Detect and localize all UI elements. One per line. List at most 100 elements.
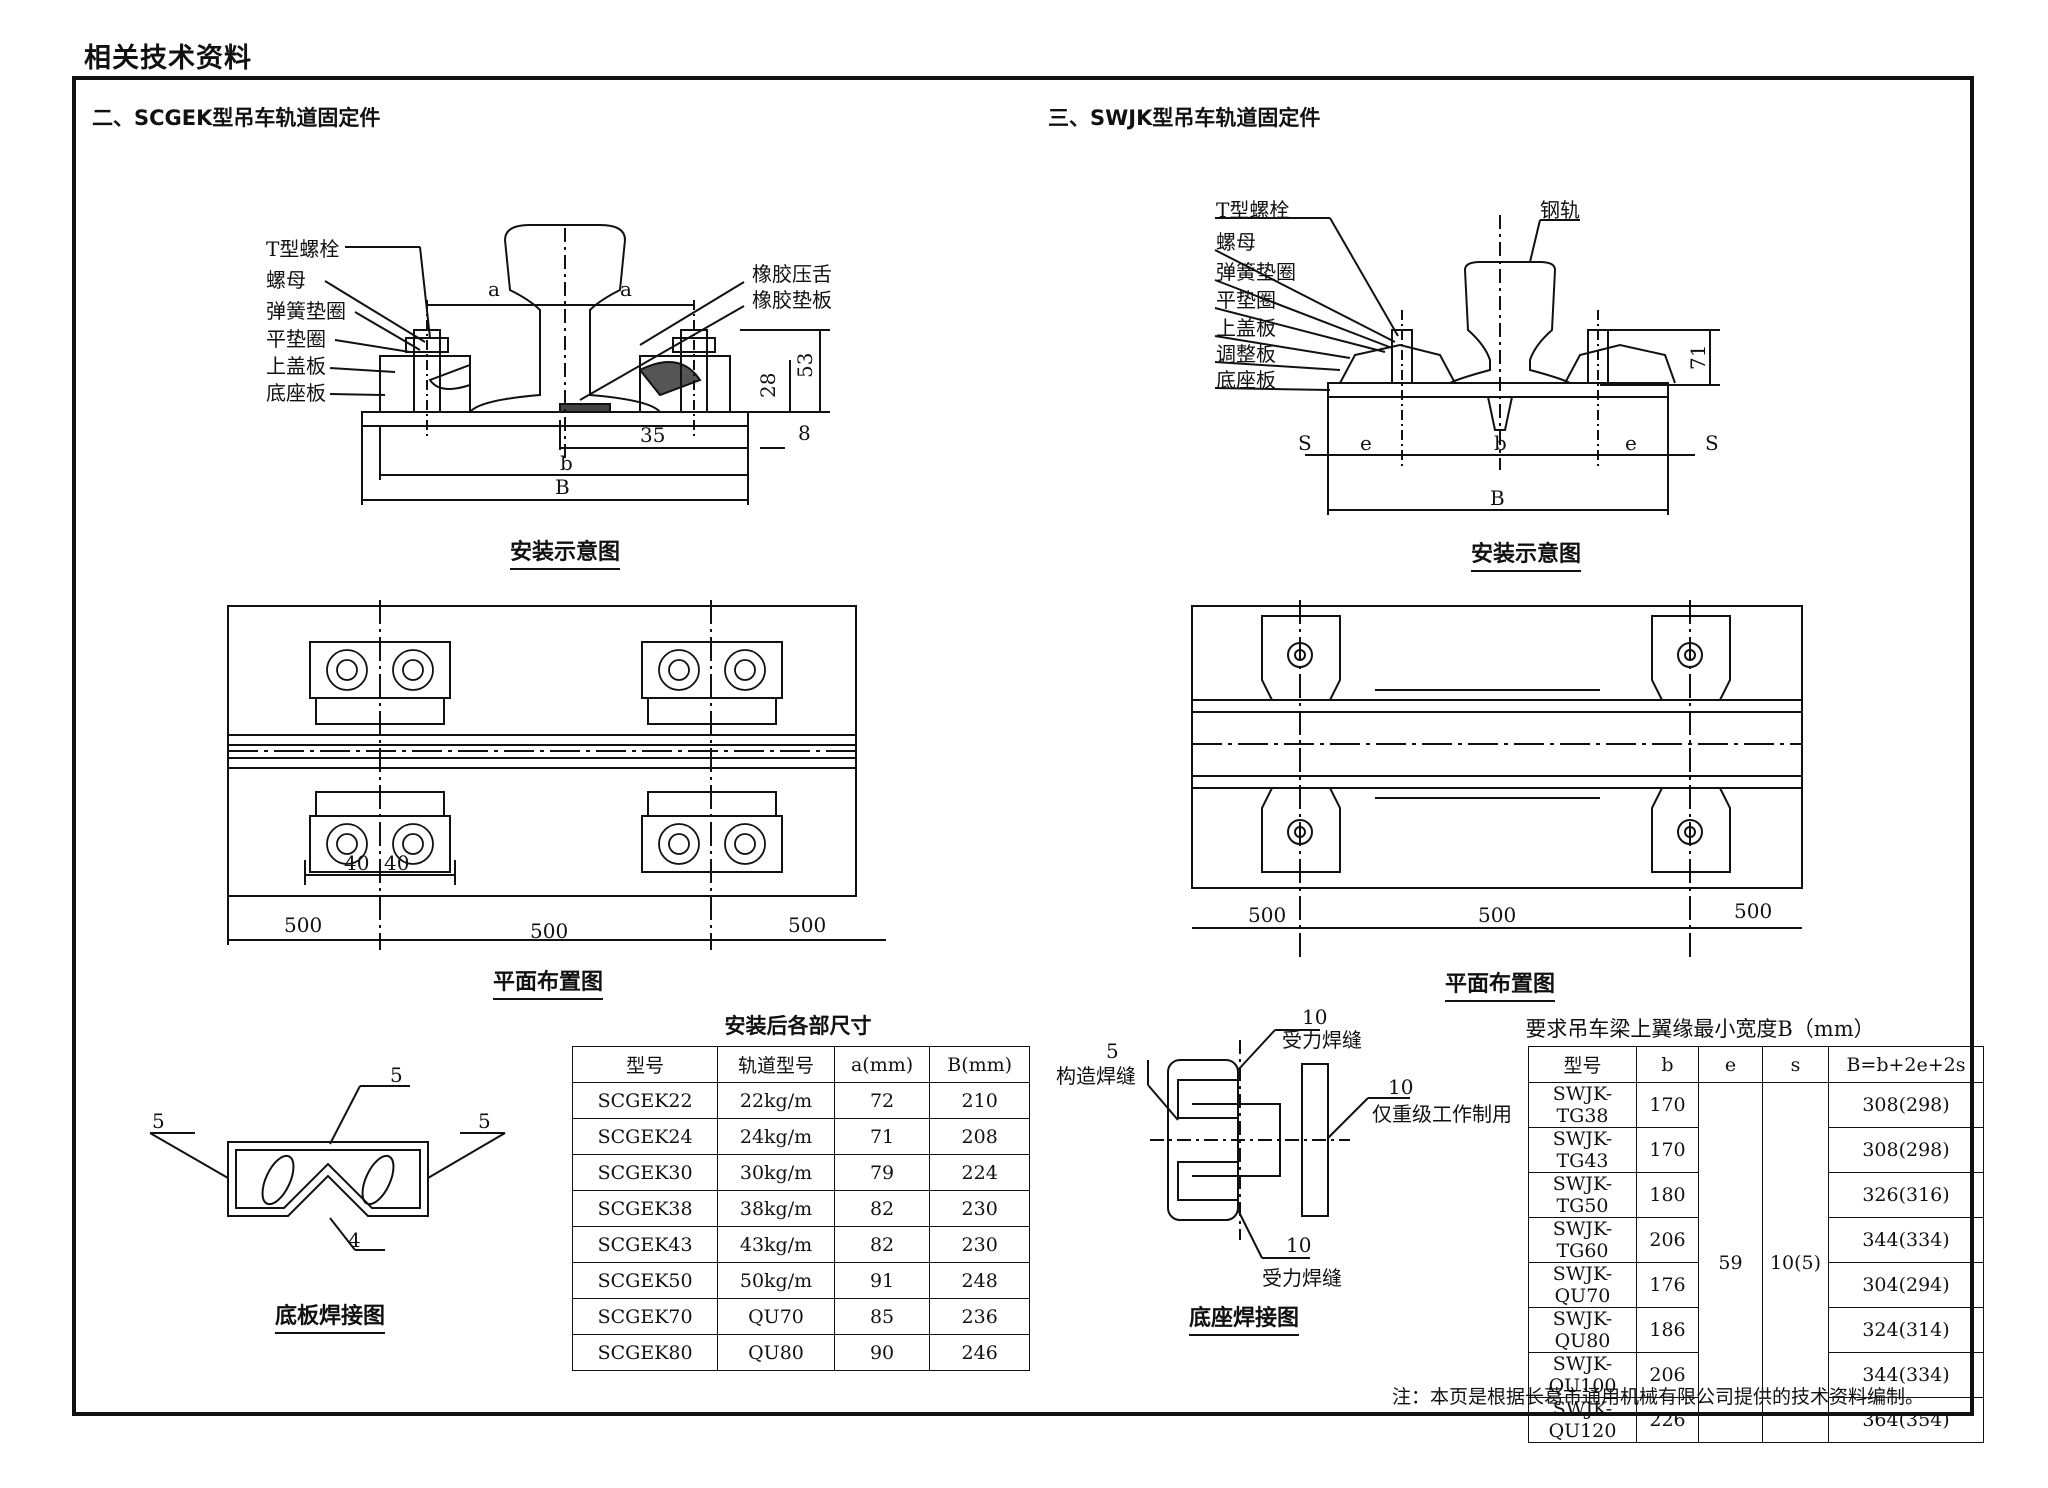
table-cell: 82 <box>833 1190 931 1227</box>
dim-40-right: 40 <box>384 851 409 875</box>
table-cell: 10(5) <box>1762 1082 1829 1443</box>
table-cell: 210 <box>929 1082 1030 1119</box>
col-header: B=b+2e+2s <box>1828 1046 1984 1083</box>
heavy-weld-size: 10 <box>1388 1075 1413 1099</box>
dim-a-right: a <box>620 277 632 301</box>
col-header: b <box>1636 1046 1699 1083</box>
table-cell: 324(314) <box>1828 1307 1984 1353</box>
dim-500-b: 500 <box>1478 903 1516 927</box>
table-cell: 180 <box>1636 1172 1699 1218</box>
label-top-cover: 上盖板 <box>266 354 326 378</box>
table-cell: 364(354) <box>1828 1397 1984 1443</box>
weld-size-left: 5 <box>152 1109 165 1133</box>
dim-71: 71 <box>1686 345 1710 370</box>
dim-53: 53 <box>793 353 817 378</box>
table-cell: 304(294) <box>1828 1262 1984 1308</box>
dim-e-right: e <box>1625 431 1637 455</box>
swjk-plan-caption: 平面布置图 <box>1444 966 1556 1002</box>
dim-28: 28 <box>756 373 780 398</box>
table-cell: 30kg/m <box>717 1154 835 1191</box>
dim-s-right: S <box>1705 431 1719 455</box>
weld-size-top: 5 <box>390 1063 403 1087</box>
label-rail: 钢轨 <box>1540 198 1580 222</box>
table-cell: SWJK-QU70 <box>1528 1262 1637 1308</box>
table-cell: 90 <box>833 1334 931 1371</box>
table-cell: 230 <box>929 1190 1030 1227</box>
dim-500-2: 500 <box>530 919 568 943</box>
weld-size-right: 5 <box>478 1109 491 1133</box>
label-top-cover-swjk: 上盖板 <box>1216 316 1276 340</box>
table-cell: 246 <box>929 1334 1030 1371</box>
table-cell: 170 <box>1636 1127 1699 1173</box>
label-rubber-tongue: 橡胶压舌 <box>752 262 832 286</box>
label-nut: 螺母 <box>266 268 306 292</box>
table-cell: 24kg/m <box>717 1118 835 1155</box>
table-cell: 206 <box>1636 1352 1699 1398</box>
col-header: a(mm) <box>833 1046 931 1083</box>
table-cell: SCGEK50 <box>571 1262 719 1299</box>
table-cell: SWJK-TG50 <box>1528 1172 1637 1218</box>
table-cell: 326(316) <box>1828 1172 1984 1218</box>
section2-title: 二、SCGEK型吊车轨道固定件 <box>92 106 381 130</box>
label-adjust-plate: 调整板 <box>1216 342 1276 366</box>
label-flat-washer-swjk: 平垫圈 <box>1216 288 1276 312</box>
table-cell: 91 <box>833 1262 931 1299</box>
drawing-frame <box>72 76 1974 1416</box>
table-cell: 224 <box>929 1154 1030 1191</box>
scgek-install-diagram <box>324 224 830 505</box>
label-t-bolt: T型螺栓 <box>266 237 340 261</box>
page-title: 相关技术资料 <box>84 43 252 74</box>
table-cell: SCGEK30 <box>571 1154 719 1191</box>
col-header: 型号 <box>1528 1046 1637 1083</box>
label-flat-washer: 平垫圈 <box>266 327 326 351</box>
table-cell: 206 <box>1636 1217 1699 1263</box>
table-cell: 85 <box>833 1298 931 1335</box>
table-cell: 308(298) <box>1828 1082 1984 1128</box>
table-cell: SWJK-TG38 <box>1528 1082 1637 1128</box>
dim-s-left: S <box>1298 431 1312 455</box>
table-cell: 226 <box>1636 1397 1699 1443</box>
scgek-plan-layout <box>227 600 886 950</box>
label-spring-washer-swjk: 弹簧垫圈 <box>1216 260 1296 284</box>
label-nut-swjk: 螺母 <box>1216 230 1256 254</box>
table-cell: SWJK-QU80 <box>1528 1307 1637 1353</box>
dim-a-left: a <box>488 277 500 301</box>
force-weld-size-top: 10 <box>1302 1005 1327 1029</box>
dim-500-a: 500 <box>1248 903 1286 927</box>
dim-b: b <box>560 451 573 475</box>
force-weld-size-bottom: 10 <box>1286 1233 1311 1257</box>
table-cell: 22kg/m <box>717 1082 835 1119</box>
scgek-install-caption: 安装示意图 <box>509 534 621 570</box>
label-t-bolt-swjk: T型螺栓 <box>1216 198 1290 222</box>
swjk-install-diagram <box>1214 215 1720 515</box>
swjk-weld-caption: 底座焊接图 <box>1188 1300 1300 1336</box>
dim-e-left: e <box>1360 431 1372 455</box>
table-cell: 248 <box>929 1262 1030 1299</box>
table-cell: SWJK-QU120 <box>1528 1397 1637 1443</box>
footnote: 注：本页是根据长葛市通用机械有限公司提供的技术资料编制。 <box>1392 1386 1925 1408</box>
swjk-weld-diagram <box>1147 1029 1410 1259</box>
dim-B-swjk: B <box>1490 486 1505 510</box>
dim-500-3: 500 <box>788 913 826 937</box>
dim-8: 8 <box>798 421 811 445</box>
table-cell: 308(298) <box>1828 1127 1984 1173</box>
dim-500-1: 500 <box>284 913 322 937</box>
dim-b-swjk: b <box>1494 431 1507 455</box>
col-header: s <box>1762 1046 1829 1083</box>
swjk-install-caption: 安装示意图 <box>1470 536 1582 572</box>
label-heavy-duty-only: 仅重级工作制用 <box>1372 1102 1512 1126</box>
table-cell: SWJK-TG60 <box>1528 1217 1637 1263</box>
scgek-weld-caption: 底板焊接图 <box>274 1298 386 1334</box>
table-cell: 170 <box>1636 1082 1699 1128</box>
label-rubber-pad: 橡胶垫板 <box>752 288 832 312</box>
label-spring-washer: 弹簧垫圈 <box>266 299 346 323</box>
